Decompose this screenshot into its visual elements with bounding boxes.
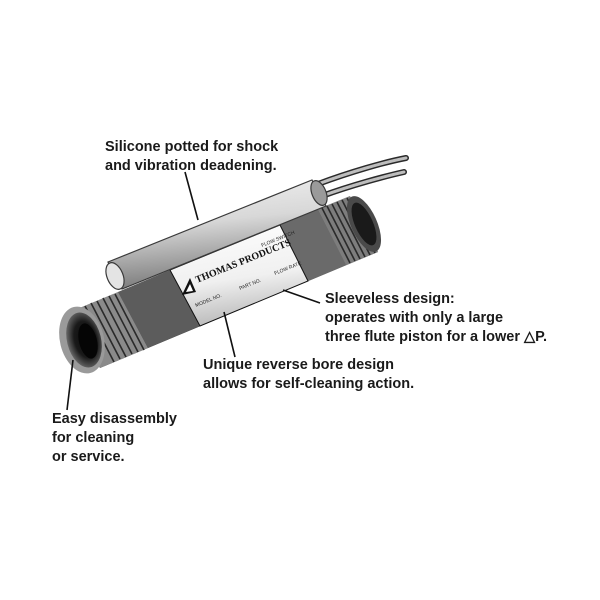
callout-easy-disassembly: Easy disassembly for cleaning or service…	[52, 410, 177, 467]
leader-sleeveless	[282, 289, 321, 304]
leader-silicone	[184, 171, 199, 221]
product-label-band: THOMAS PRODUCTS FLOW SWITCH MODEL NO. PA…	[169, 224, 309, 327]
leader-reverse-bore	[223, 311, 236, 358]
leader-lines	[66, 171, 321, 411]
pipe-opening	[59, 306, 105, 374]
callout-sleeveless-design: Sleeveless design: operates with only a …	[325, 290, 547, 347]
callout-disassembly-line3: or service.	[52, 449, 125, 465]
callout-sleeveless-line2: operates with only a large	[325, 310, 504, 326]
leader-disassembly	[66, 359, 74, 411]
callout-silicone-line2: and vibration deadening.	[105, 158, 277, 174]
callout-reverse-bore: Unique reverse bore design allows for se…	[203, 356, 414, 394]
right-threads	[318, 196, 382, 265]
callout-disassembly-line2: for cleaning	[52, 430, 135, 446]
callout-sleeveless-line1: Sleeveless design:	[325, 291, 455, 307]
callout-reverse-line1: Unique reverse bore design	[203, 357, 394, 373]
callout-silicone-line1: Silicone potted for shock	[105, 139, 279, 155]
callout-sleeveless-line3: three flute piston for a lower △P.	[325, 329, 547, 345]
signal-wires	[315, 155, 409, 199]
callout-reverse-line2: allows for self-cleaning action.	[203, 376, 415, 392]
callout-silicone-potting: Silicone potted for shock and vibration …	[105, 138, 278, 176]
potted-tube	[105, 179, 328, 290]
callout-disassembly-line1: Easy disassembly	[52, 411, 177, 427]
